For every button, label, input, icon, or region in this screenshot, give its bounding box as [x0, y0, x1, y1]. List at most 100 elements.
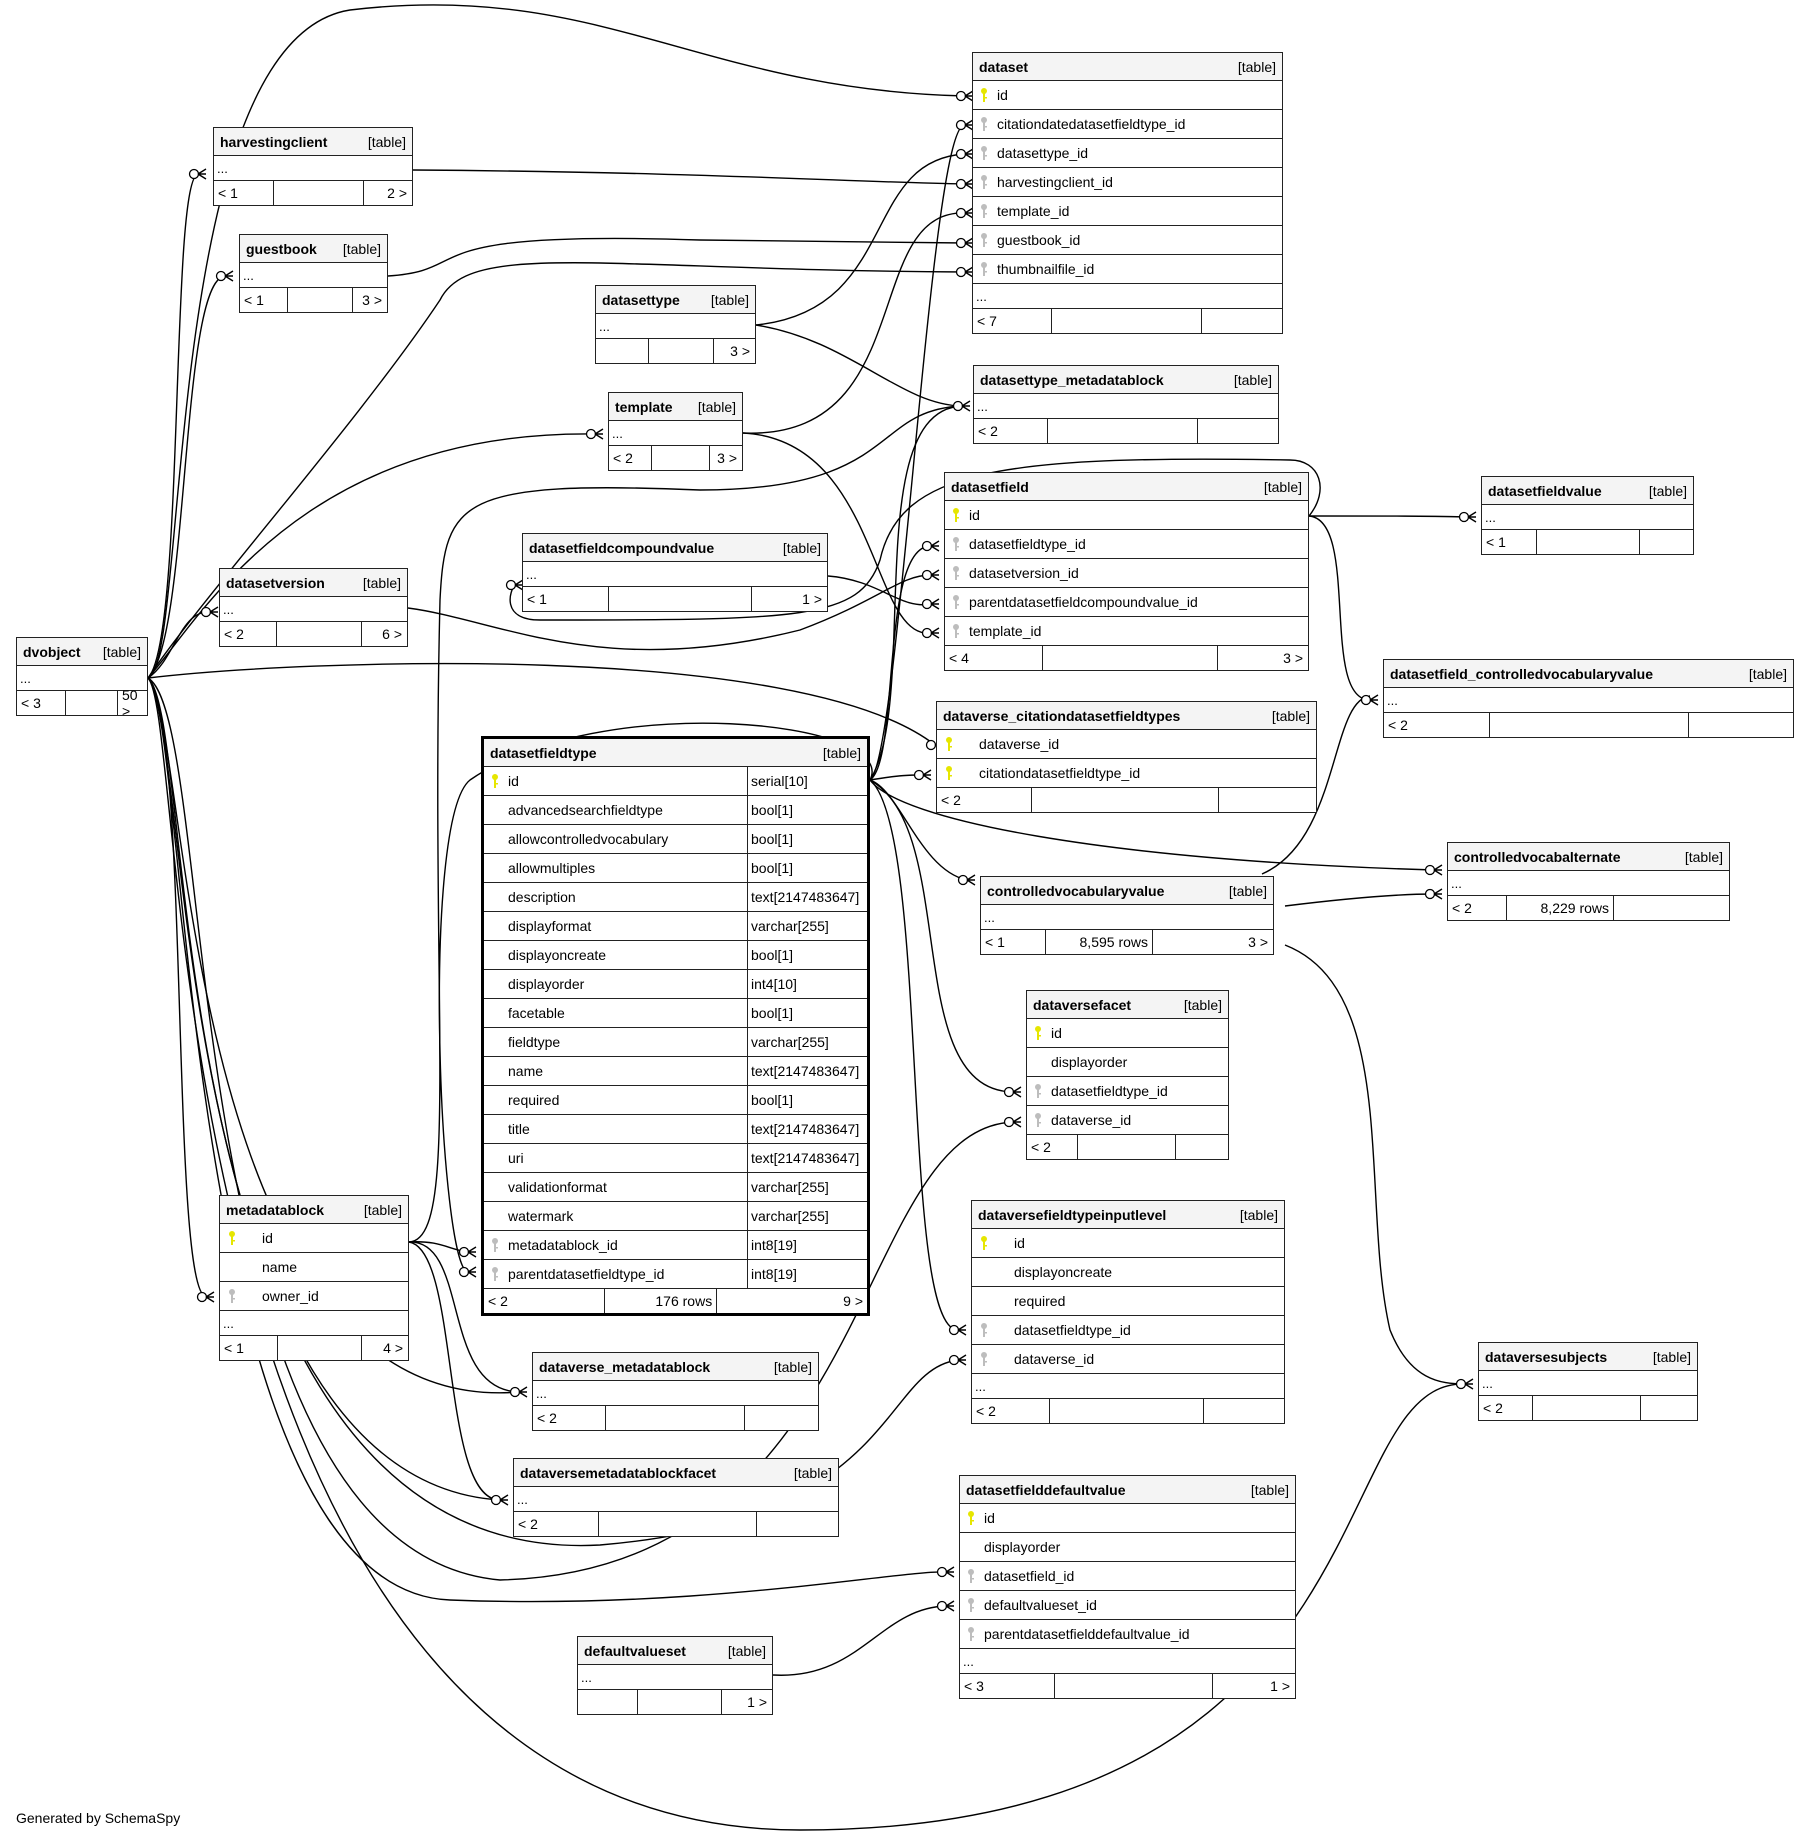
children-count-link[interactable]: 3 > [713, 339, 754, 363]
column-row[interactable]: displayoncreate [972, 1258, 1284, 1287]
more-columns-ellipsis[interactable]: ... [1384, 688, 1793, 713]
table-header[interactable]: dataversemetadatablockfacet[table] [514, 1459, 838, 1487]
children-count-link[interactable]: 3 > [1152, 930, 1272, 954]
table-header[interactable]: datasettype[table] [596, 286, 755, 314]
column-name[interactable]: id [997, 87, 1008, 103]
column-row[interactable]: name [220, 1253, 408, 1282]
children-count-link[interactable] [756, 1512, 837, 1536]
table-header[interactable]: template[table] [609, 393, 742, 421]
table-header[interactable]: guestbook[table] [240, 235, 387, 263]
parents-count-link[interactable]: < 2 [941, 792, 961, 808]
column-row[interactable]: id [945, 501, 1308, 530]
table-name[interactable]: datasetfield_controlledvocabularyvalue [1390, 665, 1653, 682]
parents-count-link[interactable] [578, 1690, 637, 1714]
column-name[interactable]: id [508, 773, 519, 789]
more-columns-ellipsis[interactable]: ... [1479, 1371, 1697, 1396]
parents-count-link[interactable]: < 4 [949, 650, 969, 666]
more-columns-ellipsis[interactable]: ... [974, 394, 1278, 419]
table-header[interactable]: dataverse_metadatablock[table] [533, 1353, 818, 1381]
column-row[interactable]: id [973, 81, 1282, 110]
parents-count-link[interactable]: < 1 [985, 934, 1005, 950]
column-name[interactable]: guestbook_id [997, 232, 1081, 248]
table-name[interactable]: harvestingclient [220, 133, 328, 150]
parents-count-link[interactable]: < 1 [224, 1340, 244, 1356]
column-name[interactable]: advancedsearchfieldtype [508, 802, 663, 818]
column-row[interactable]: datasetfieldtype_id [1027, 1077, 1228, 1106]
column-name[interactable]: allowmultiples [508, 860, 596, 876]
table-header[interactable]: datasetfieldvalue[table] [1482, 477, 1693, 505]
table-header[interactable]: metadatablock[table] [220, 1196, 408, 1224]
column-name[interactable]: datasetfieldtype_id [969, 536, 1086, 552]
column-name[interactable]: harvestingclient_id [997, 174, 1113, 190]
column-row[interactable]: id [972, 1229, 1284, 1258]
table-header[interactable]: datasetfieldtype[table] [484, 739, 867, 767]
children-count-link[interactable]: 1 > [751, 587, 826, 611]
more-columns-ellipsis[interactable]: ... [578, 1665, 772, 1690]
parents-count-link[interactable] [596, 339, 648, 363]
table-header[interactable]: datasetversion[table] [220, 569, 407, 597]
column-row[interactable]: displayorder [960, 1533, 1295, 1562]
column-name[interactable]: citationdatedatasetfieldtype_id [997, 116, 1186, 132]
column-name[interactable]: required [1014, 1293, 1066, 1309]
column-name[interactable]: parentdatasetfieldcompoundvalue_id [969, 594, 1198, 610]
column-name[interactable]: dataverse_id [1014, 1351, 1095, 1367]
table-dataverse-metadatablock[interactable]: dataverse_metadatablock[table]... < 2 [532, 1352, 819, 1431]
column-row[interactable]: datasetfieldtype_id [945, 530, 1308, 559]
table-header[interactable]: dataversefieldtypeinputlevel[table] [972, 1201, 1284, 1229]
table-name[interactable]: guestbook [246, 240, 317, 257]
column-row[interactable]: dataverse_id [972, 1345, 1284, 1374]
column-name[interactable]: datasetfieldtype_id [1051, 1083, 1168, 1099]
table-header[interactable]: datasetfieldcompoundvalue[table] [523, 534, 827, 562]
more-columns-ellipsis[interactable]: ... [533, 1381, 818, 1406]
column-name[interactable]: name [262, 1259, 298, 1275]
column-row[interactable]: id [1027, 1019, 1228, 1048]
table-name[interactable]: template [615, 398, 673, 415]
table-header[interactable]: controlledvocabularyvalue[table] [981, 877, 1273, 905]
column-name[interactable]: id [1014, 1235, 1025, 1251]
table-name[interactable]: dataversesubjects [1485, 1348, 1608, 1365]
column-name[interactable]: id [1051, 1025, 1062, 1041]
parents-count-link[interactable]: < 2 [1483, 1400, 1503, 1416]
table-header[interactable]: datasettype_metadatablock[table] [974, 366, 1278, 394]
column-name[interactable]: id [984, 1510, 995, 1526]
column-name[interactable]: datasetfieldtype_id [1014, 1322, 1131, 1338]
parents-count-link[interactable]: < 2 [978, 423, 998, 439]
parents-count-link[interactable]: < 2 [537, 1410, 557, 1426]
column-row[interactable]: parentdatasetfielddefaultvalue_id [960, 1620, 1295, 1649]
parents-count-link[interactable]: < 2 [1388, 717, 1408, 733]
table-header[interactable]: datasetfield_controlledvocabularyvalue[t… [1384, 660, 1793, 688]
column-name[interactable]: required [508, 1092, 560, 1108]
children-count-link[interactable]: 1 > [721, 1690, 771, 1714]
more-columns-ellipsis[interactable]: ... [240, 263, 387, 288]
column-name[interactable]: facetable [508, 1005, 565, 1021]
column-row[interactable]: datasetversion_id [945, 559, 1308, 588]
column-row[interactable]: harvestingclient_id [973, 168, 1282, 197]
table-header[interactable]: defaultvalueset[table] [578, 1637, 772, 1665]
column-name[interactable]: dataverse_id [1051, 1112, 1132, 1128]
table-name[interactable]: controlledvocabularyvalue [987, 882, 1165, 899]
more-columns-ellipsis[interactable]: ... [17, 666, 147, 691]
table-datasetfieldvalue[interactable]: datasetfieldvalue[table]...< 1 [1481, 476, 1694, 555]
column-row[interactable]: defaultvalueset_id [960, 1591, 1295, 1620]
column-name[interactable]: id [969, 507, 980, 523]
column-name[interactable]: metadatablock_id [508, 1237, 618, 1253]
column-name[interactable]: template_id [969, 623, 1042, 639]
table-header[interactable]: dataverse_citationdatasetfieldtypes[tabl… [937, 702, 1316, 730]
column-name[interactable]: defaultvalueset_id [984, 1597, 1097, 1613]
more-columns-ellipsis[interactable]: ... [960, 1649, 1295, 1674]
